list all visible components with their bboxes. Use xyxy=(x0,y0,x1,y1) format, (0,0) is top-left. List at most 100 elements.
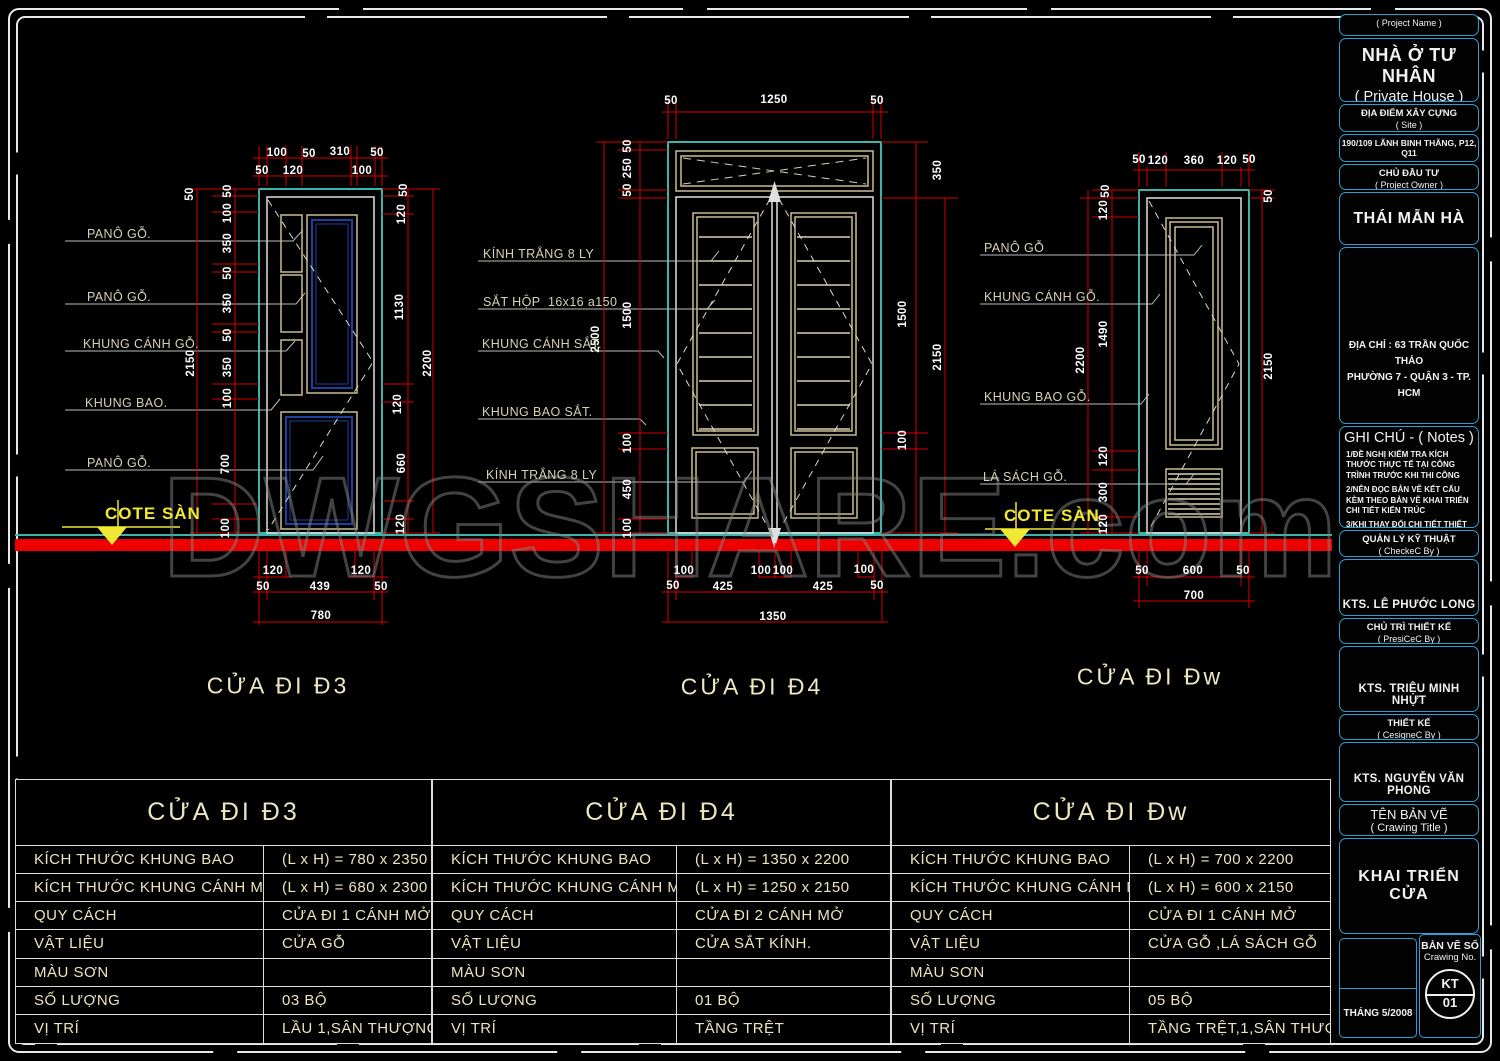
dimension-label: 100 xyxy=(351,165,373,177)
door-d3-drawing xyxy=(65,146,440,625)
part-label: PANÔ GỖ. xyxy=(87,290,152,304)
spec-row-value: CỬA ĐI 1 CÁNH MỞ xyxy=(1130,902,1330,931)
owner-label: CHỦ ĐẦU TƯ xyxy=(1378,168,1440,179)
titleblock-owner-value: THÁI MẪN HÀ xyxy=(1339,192,1479,245)
spec-row-value: TẦNG TRỆT xyxy=(695,1020,785,1038)
drawing-date: THÁNG 5/2008 xyxy=(1343,1008,1413,1019)
spec-row-label: QUY CÁCH xyxy=(892,902,1130,931)
dimension-label: 50 xyxy=(664,95,678,107)
dimension-label: 100 xyxy=(222,387,234,409)
spec-table-header: CỬA ĐI Đ3 xyxy=(16,780,431,846)
titleblock-project-name: NHÀ Ở TƯ NHÂN ( Private House ) xyxy=(1339,38,1479,102)
spec-row-label: MÀU SƠN xyxy=(433,958,677,987)
site-value: 190/109 LÃNH BINH THĂNG, P12, Q11 xyxy=(1341,138,1477,158)
drawing-no-code: KT xyxy=(1441,976,1459,992)
dimension-label: 50 xyxy=(222,328,234,342)
door-dw-drawing xyxy=(980,152,1275,608)
checked-label-en: ( CheckeC By ) xyxy=(1378,545,1440,556)
dimension-label: 50 xyxy=(1132,154,1146,166)
titleblock-owner-label: CHỦ ĐẦU TƯ ( Project Owner ) xyxy=(1339,164,1479,190)
dimension-label: 360 xyxy=(1183,155,1205,167)
spec-row-label: MÀU SƠN xyxy=(16,958,264,987)
dimension-label: 50 xyxy=(1263,189,1275,203)
spec-row-value xyxy=(1130,959,1330,987)
dimension-label: 2150 xyxy=(932,343,944,371)
project-name-en: ( Private House ) xyxy=(1354,89,1464,102)
spec-row-value: LẦU 1,SÂN THƯỢNG xyxy=(282,1020,431,1038)
dimension-label: 120 xyxy=(1098,199,1110,221)
spec-row-value: CỬA GỖ xyxy=(264,930,431,959)
spec-row-value: 01 BỘ xyxy=(677,987,890,1015)
project-name-label: ( Project Name ) xyxy=(1376,18,1442,28)
spec-row-label: VỊ TRÍ xyxy=(16,1014,264,1043)
spec-row-value: (L x H) = 780 x 2350 xyxy=(264,846,431,875)
dimension-label: 120 xyxy=(1216,155,1238,167)
dimension-label: 100 xyxy=(622,517,634,539)
part-label: KHUNG BAO SẮT. xyxy=(482,405,593,419)
designed-label-en: ( CesigneC By ) xyxy=(1377,729,1441,740)
dimension-label: 350 xyxy=(932,159,944,181)
floor-level-label: COTE SÀN xyxy=(1004,506,1100,525)
dimension-label: 50 xyxy=(870,95,884,107)
spec-table-header: CỬA ĐI Đw xyxy=(892,780,1330,846)
dimension-label: 50 xyxy=(222,266,234,280)
titleblock-notes: GHI CHÚ - ( Notes ) 1/ĐỀ NGHỊ KIỂM TRA K… xyxy=(1339,426,1479,528)
site-label-en: ( Site ) xyxy=(1395,119,1423,130)
designed-label: THIẾT KẾ xyxy=(1387,718,1431,729)
spec-table-header: CỬA ĐI Đ4 xyxy=(433,780,890,846)
dimension-label: 100 xyxy=(750,565,772,577)
part-label: KHUNG CÁNH GỖ. xyxy=(984,290,1101,304)
titleblock-designed-label: THIẾT KẾ ( CesigneC By ) xyxy=(1339,714,1479,740)
titleblock-checked-signature: KTS. LÊ PHƯỚC LONG xyxy=(1339,559,1479,616)
floor-level-label: COTE SÀN xyxy=(105,504,201,523)
part-label: LÁ SÁCH GỖ. xyxy=(983,470,1068,484)
dimension-label: 100 xyxy=(222,202,234,224)
dimension-label: 100 xyxy=(772,565,794,577)
spec-row-value: (L x H) = 1350 x 2200 xyxy=(677,846,890,875)
dimension-label: 350 xyxy=(222,356,234,378)
dimension-label: 100 xyxy=(622,432,634,454)
dimension-label: 100 xyxy=(853,564,875,576)
door-title: CỬA ĐI Đ4 xyxy=(680,673,824,700)
dimension-label: 350 xyxy=(222,292,234,314)
floor-line xyxy=(15,534,1332,551)
address-line2: PHƯỜNG 7 - QUẬN 3 - TP. HCM xyxy=(1347,372,1471,399)
door-d4-drawing xyxy=(478,100,958,623)
dimension-label: 50 xyxy=(374,581,388,593)
dimension-label: 1500 xyxy=(897,300,909,328)
dimension-label: 100 xyxy=(266,147,288,159)
drawing-no-label: BẢN VẼ SỐ xyxy=(1421,940,1479,952)
dimension-label: 700 xyxy=(1183,590,1205,602)
titleblock-presided-signature: KTS. TRIỆU MINH NHỰT xyxy=(1339,646,1479,712)
dimension-label: 50 xyxy=(1242,154,1256,166)
dimension-label: 2150 xyxy=(185,349,197,377)
dimension-label: 100 xyxy=(673,565,695,577)
spec-row-label: SỐ LƯỢNG xyxy=(433,986,677,1015)
spec-row-label: KÍCH THƯỚC KHUNG CÁNH MỞ xyxy=(892,874,1130,903)
checked-name: KTS. LÊ PHƯỚC LONG xyxy=(1342,599,1476,611)
part-label: PANÔ GỖ. xyxy=(87,227,152,241)
spec-table-group-d3: CỬA ĐI Đ3 KÍCH THƯỚC KHUNG BAO (L x H) =… xyxy=(15,779,432,1044)
spec-row-label: QUY CÁCH xyxy=(433,902,677,931)
dimension-label: 50 xyxy=(255,165,269,177)
titleblock-checked-label: QUẢN LÝ KỸ THUẬT ( CheckeC By ) xyxy=(1339,530,1479,557)
dimension-label: 50 xyxy=(622,183,634,197)
dimension-label: 50 xyxy=(184,187,196,201)
spec-row-value: CỬA ĐI 2 CÁNH MỞ xyxy=(677,902,890,931)
checked-label: QUẢN LÝ KỸ THUẬT xyxy=(1362,534,1456,545)
dimension-label: 2200 xyxy=(1075,346,1087,374)
part-label: KHUNG BAO GỖ. xyxy=(984,390,1091,404)
dimension-label: 120 xyxy=(395,513,407,535)
spec-row-label: KÍCH THƯỚC KHUNG BAO xyxy=(433,846,677,875)
spec-row-value xyxy=(264,959,431,987)
spec-row-value: 03 BỘ xyxy=(264,987,431,1015)
drawing-no-badge: KT 01 xyxy=(1425,969,1475,1019)
door-title: CỬA ĐI Đ3 xyxy=(206,672,350,699)
spec-table-group-d4: CỬA ĐI Đ4 KÍCH THƯỚC KHUNG BAO (L x H) =… xyxy=(432,779,891,1044)
part-label: KÍNH TRẮNG 8 LY xyxy=(483,247,595,261)
dimension-label: 700 xyxy=(220,453,232,475)
presided-label: CHỦ TRÌ THIẾT KẾ xyxy=(1366,622,1452,633)
dimension-label: 2150 xyxy=(1263,352,1275,380)
